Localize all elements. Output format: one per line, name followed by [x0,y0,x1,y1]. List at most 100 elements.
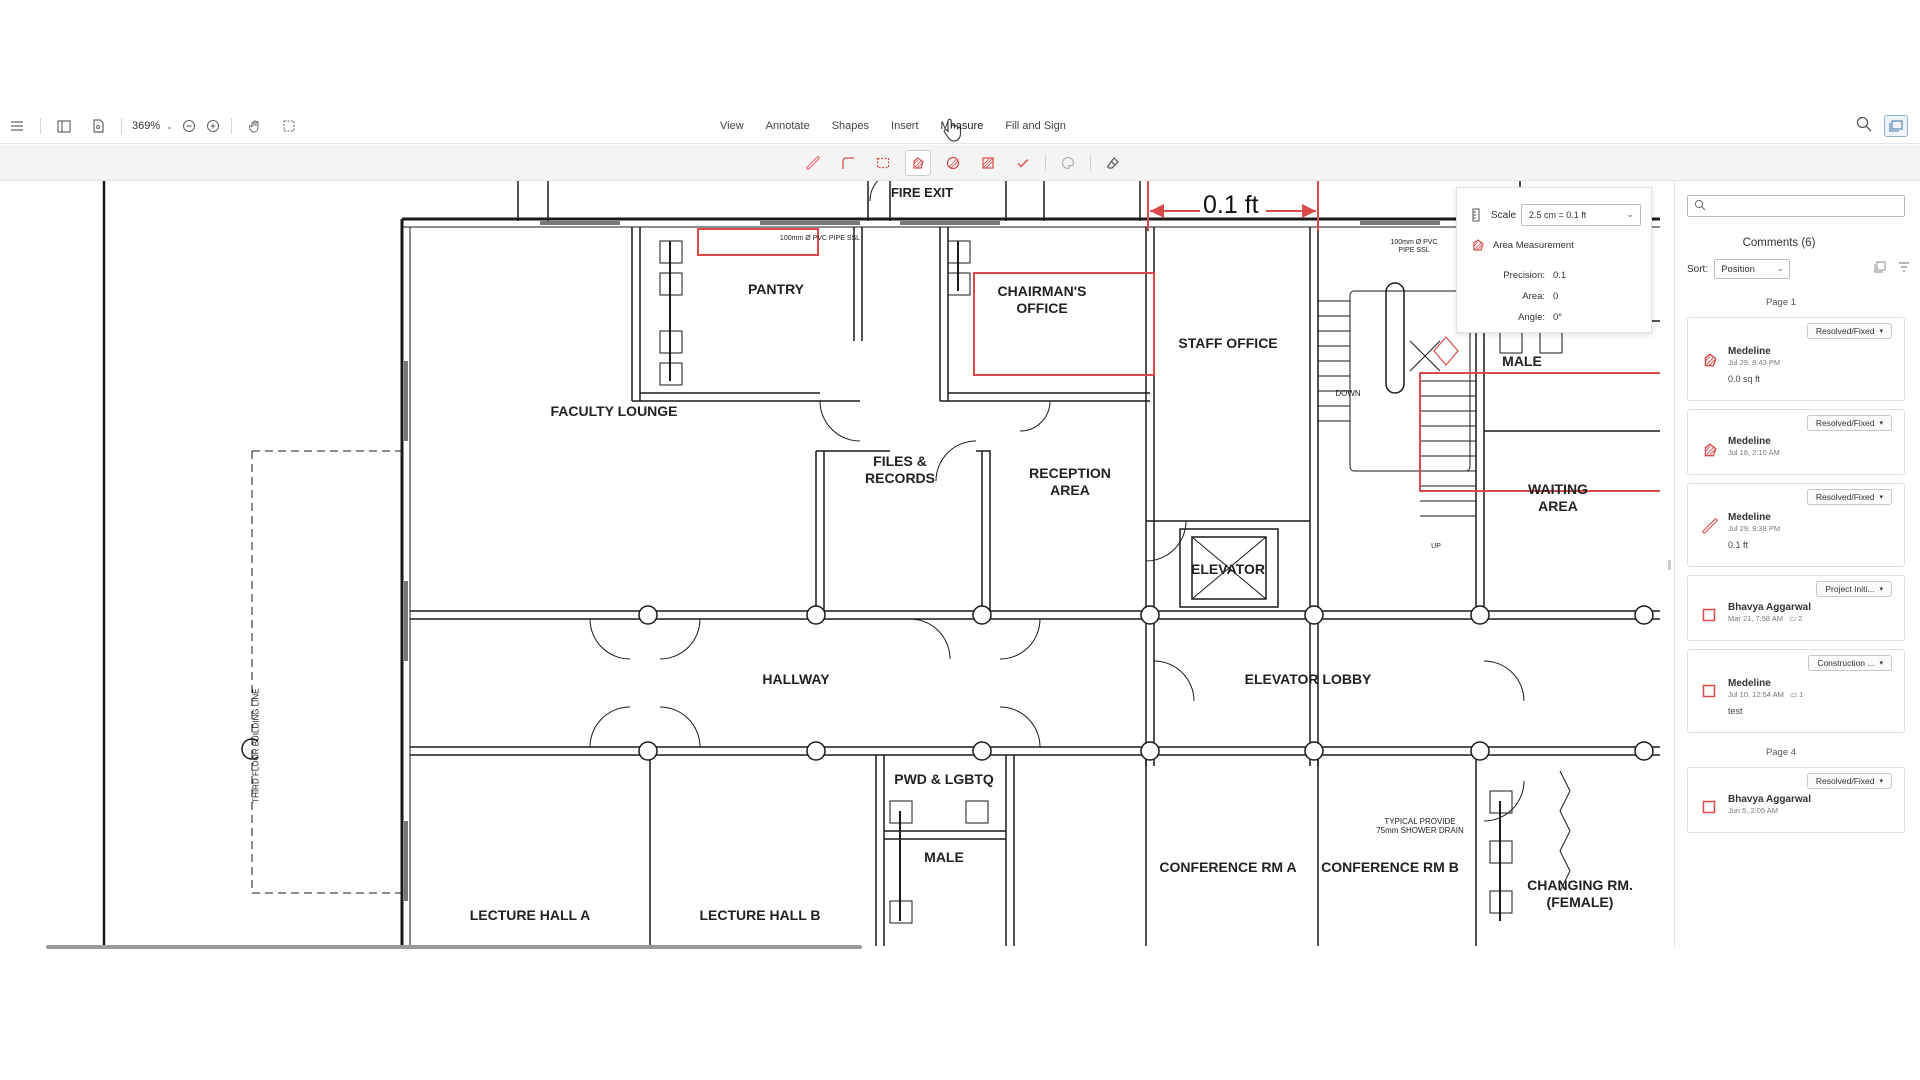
status-select[interactable]: Project Initi...▾ [1816,581,1892,597]
comment-date: Jul 10, 12:54 AM ▭ 1 [1728,690,1803,699]
chevron-down-icon: ▾ [1879,328,1883,335]
count-check-icon[interactable] [1010,150,1036,176]
plan-note-line: 100mm Ø PVC PIPE SSL [779,235,861,242]
room-label-staff-office: STAFF OFFICE [1178,335,1277,352]
status-select[interactable]: Construction ...▾ [1808,655,1892,671]
search-icon[interactable] [1856,116,1872,137]
status-value: Resolved/Fixed [1815,776,1875,786]
precision-value[interactable]: 0.1 [1553,270,1567,281]
room-label-line: RECEPTION [1029,465,1111,481]
zoom-value: 369% [132,120,161,132]
room-label-male-bottom: MALE [924,849,964,866]
room-label-line: LECTURE HALL B [699,907,821,923]
comment-date-text: Jul 29, 9:38 PM [1728,524,1781,533]
color-palette-icon[interactable] [1055,150,1081,176]
menu-annotate[interactable]: Annotate [765,120,810,132]
comment-date-text: Mar 21, 7:58 AM [1728,614,1784,623]
room-label-line: ELEVATOR LOBBY [1244,671,1372,687]
rectangle-icon [1702,608,1716,627]
comment-date-text: Jul 29, 9:43 PM [1728,358,1781,367]
menu-fill-and-sign[interactable]: Fill and Sign [1005,120,1066,132]
room-label-line: PWD & LGBTQ [894,771,994,787]
ellipse-area-icon[interactable] [940,150,966,176]
eraser-icon[interactable] [1100,150,1126,176]
plan-note-line: THIRD FLOOR BUILDING LINE [251,688,261,803]
precision-row: Precision: 0.1 [1497,270,1566,281]
splitter-handle[interactable] [1668,560,1671,570]
room-label-line: ELEVATOR [1191,561,1265,577]
status-select[interactable]: Resolved/Fixed▾ [1806,415,1892,431]
rectangle-icon [1702,684,1716,703]
sidebar-toggle-icon[interactable] [47,108,81,144]
status-select[interactable]: Resolved/Fixed▾ [1806,773,1892,789]
angle-label: Angle: [1518,312,1545,323]
menu-insert[interactable]: Insert [891,120,919,132]
room-label-fire-exit: FIRE EXIT [891,185,953,201]
status-select[interactable]: Resolved/Fixed▾ [1806,489,1892,505]
comment-date: Jul 29, 9:43 PM [1728,358,1780,367]
top-toolbar: 369% ⌄ View Annotate Shapes Insert Measu… [0,108,1920,144]
scale-select[interactable]: 2.5 cm = 0.1 ft ⌄ [1521,204,1641,226]
comments-search-input[interactable] [1687,195,1905,217]
hamburger-menu-icon[interactable] [0,108,34,144]
perimeter-measure-icon[interactable] [835,150,861,176]
room-label-changing-rm: CHANGING RM.(FEMALE) [1527,877,1633,911]
status-value: Project Initi... [1825,584,1875,594]
room-label-line: LECTURE HALL A [469,907,591,923]
comment-date: Jul 16, 2:10 AM [1728,448,1780,457]
status-select[interactable]: Resolved/Fixed▾ [1806,323,1892,339]
rectangle-area-icon[interactable] [870,150,896,176]
comment-date-text: Jul 10, 12:54 AM [1728,690,1784,699]
room-label-line: (FEMALE) [1546,893,1614,910]
room-label-line: CONFERENCE RM A [1159,859,1297,875]
reply-count-value: 2 [1798,614,1803,623]
divider [230,118,232,134]
pan-hand-icon[interactable] [238,108,272,144]
comments-panel-toggle-icon[interactable] [1884,115,1908,137]
sort-row: Sort: Position ⌄ [1687,259,1791,279]
room-label-conference-rm-b: CONFERENCE RM B [1321,859,1459,876]
chevron-down-icon: ⌄ [1776,263,1785,273]
reply-count: ▭ 1 [1789,690,1804,699]
sort-select[interactable]: Position ⌄ [1714,259,1791,279]
room-label-hallway: HALLWAY [762,671,829,688]
horizontal-scrollbar[interactable] [46,945,862,949]
polygon-area-icon[interactable] [975,150,1001,176]
room-label-elevator: ELEVATOR [1191,561,1265,578]
chevron-down-icon: ⌄ [1626,209,1634,219]
filter-icon[interactable] [1898,261,1910,273]
comment-author: Medeline [1728,512,1771,523]
main-menu: View Annotate Shapes Insert Measure Fill… [720,108,1066,144]
export-icon[interactable] [1874,261,1886,273]
area-measure-icon[interactable] [905,150,931,176]
area-value: 0 [1553,291,1559,302]
menu-view[interactable]: View [720,120,744,132]
distance-measure-icon[interactable] [800,150,826,176]
room-label-elevator-lobby: ELEVATOR LOBBY [1245,671,1372,688]
zoom-out-icon[interactable] [177,108,201,144]
room-label-line: RECORDS [864,469,936,486]
document-icon[interactable] [81,108,115,144]
distance-measure-icon [1702,518,1718,539]
room-label-lecture-hall-a: LECTURE HALL A [470,907,591,924]
zoom-select[interactable]: 369% ⌄ [128,120,177,132]
room-label-line: CONFERENCE RM B [1321,859,1459,875]
menu-shapes[interactable]: Shapes [831,120,870,132]
zoom-in-icon[interactable] [201,108,225,144]
divider [121,118,122,134]
plan-note-line: UP [1431,543,1441,550]
selection-icon[interactable] [272,108,306,144]
plan-note-pipe-note-left: 100mm Ø PVC PIPE SSL [780,235,860,243]
area-measure-icon [1473,239,1484,251]
room-label-files-records: FILES &RECORDS [865,453,935,487]
